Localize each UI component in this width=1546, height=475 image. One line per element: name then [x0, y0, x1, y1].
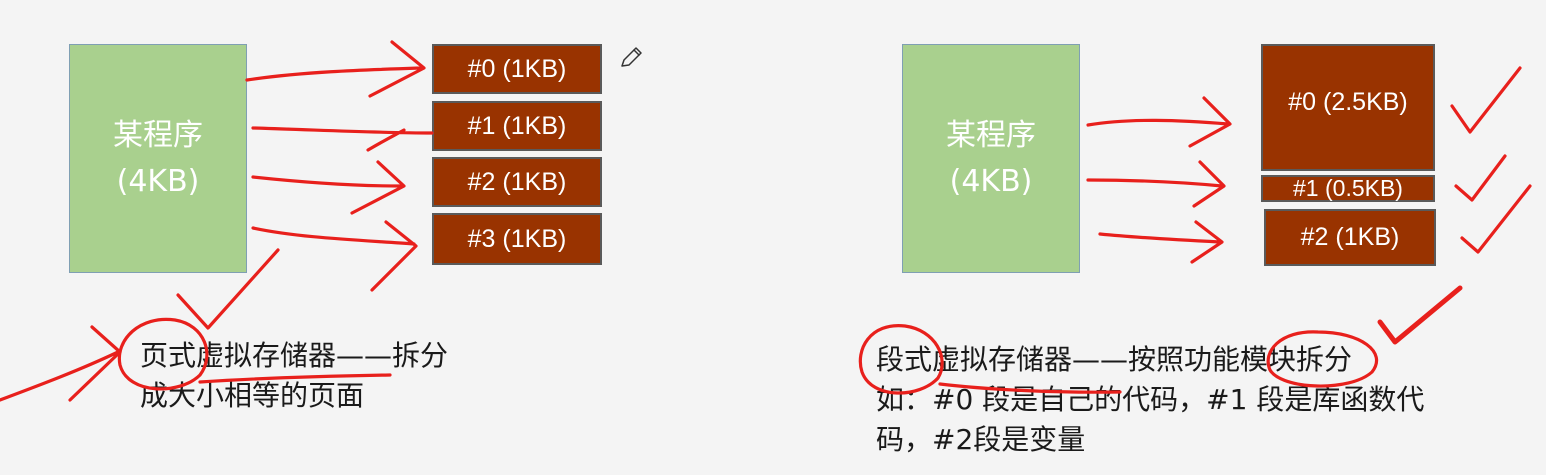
pencil-icon	[621, 47, 642, 67]
right-program-size: (4KB)	[949, 163, 1033, 199]
ink-arrow-page-0	[245, 40, 426, 98]
paging-caption-line-1: 页式虚拟存储器——拆分	[140, 339, 449, 372]
ink-arrow-page-3	[251, 220, 418, 292]
ink-arrow-page-2	[251, 160, 406, 215]
left-program-label: 某程序	[113, 117, 203, 153]
ink-arrow-page-1	[251, 126, 434, 152]
right-program-box: 某程序 (4KB)	[902, 44, 1080, 273]
ink-check-seg-2	[1460, 184, 1532, 254]
ink-underline-left	[198, 373, 392, 384]
segmentation-caption: 段式虚拟存储器——按照功能模块拆分 如：#0 段是自己的代码，#1 段是库函数代…	[876, 340, 1424, 460]
ink-arrow-seg-0	[1086, 96, 1232, 148]
ink-check-seg-0	[1450, 66, 1522, 134]
ink-arrow-seg-2	[1098, 220, 1224, 264]
left-program-box: 某程序 (4KB)	[69, 44, 247, 273]
ink-check-big	[1377, 285, 1463, 345]
segment-block-1: #1 (0.5KB)	[1261, 175, 1435, 202]
page-block-1: #1 (1KB)	[432, 101, 602, 151]
segment-block-2: #2 (1KB)	[1264, 209, 1436, 266]
paging-caption-line-2: 成大小相等的页面	[140, 379, 365, 412]
paging-caption: 页式虚拟存储器——拆分 成大小相等的页面	[140, 336, 448, 416]
ink-arrow-seg-1	[1086, 160, 1226, 208]
left-program-size: (4KB)	[116, 163, 200, 199]
page-block-0: #0 (1KB)	[432, 44, 602, 94]
ink-circle-segment	[858, 324, 944, 395]
segmentation-caption-line-2: 如：#0 段是自己的代码，#1 段是库函数代	[876, 383, 1425, 416]
segmentation-caption-line-3: 码，#2段是变量	[876, 423, 1086, 456]
ink-circle-module	[1266, 330, 1379, 388]
segment-block-0: #0 (2.5KB)	[1261, 44, 1435, 171]
page-block-2: #2 (1KB)	[432, 157, 602, 207]
ink-check-seg-1	[1454, 154, 1507, 202]
ink-circle-page	[117, 317, 209, 391]
page-block-3: #3 (1KB)	[432, 213, 602, 265]
ink-arrow-to-caption	[0, 325, 122, 402]
ink-underline-right	[938, 382, 1122, 394]
ink-check-left	[176, 248, 280, 330]
right-program-label: 某程序	[946, 117, 1036, 153]
